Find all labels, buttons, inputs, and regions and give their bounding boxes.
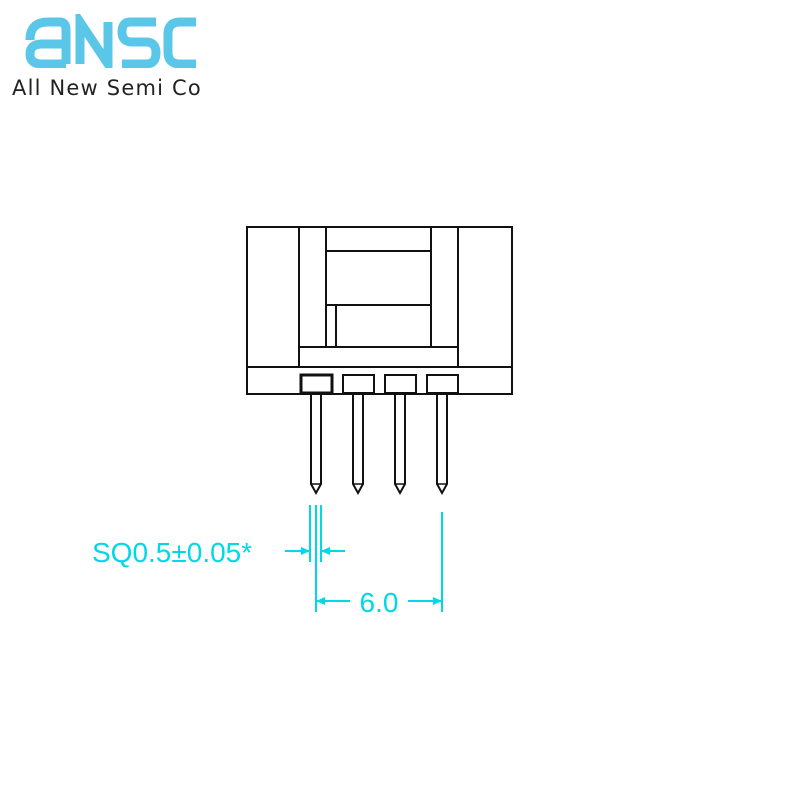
arrow-pitch-left (316, 597, 325, 605)
pin-size-label: SQ0.5±0.05* (92, 537, 252, 568)
arrow-pin-left (301, 547, 310, 555)
housing-outline (246, 226, 513, 395)
connector-body (246, 226, 513, 395)
logo-letter-a (25, 17, 71, 64)
pins-group (299, 373, 459, 496)
pin-pad (342, 374, 375, 394)
logo-letter-c (163, 17, 196, 68)
dimension-arrows (301, 547, 442, 605)
pin-pad (426, 374, 459, 394)
brand-logo (25, 14, 196, 68)
pin (384, 374, 417, 496)
pin (426, 374, 459, 496)
pin (299, 373, 334, 496)
company-tagline: All New Semi Co (12, 76, 202, 100)
pin-shaft (310, 394, 322, 496)
pitch-span-label: 6.0 (360, 587, 399, 618)
logo-letter-n (75, 14, 113, 68)
pin-pad (384, 374, 417, 394)
logo-letter-s (117, 17, 161, 68)
pin (342, 374, 375, 496)
pin-shaft (394, 394, 406, 496)
arrow-pin-right (321, 547, 330, 555)
pin-shaft (352, 394, 364, 496)
arrow-pitch-right (433, 597, 442, 605)
pin-pad (299, 373, 334, 395)
pin-shaft (436, 394, 448, 496)
